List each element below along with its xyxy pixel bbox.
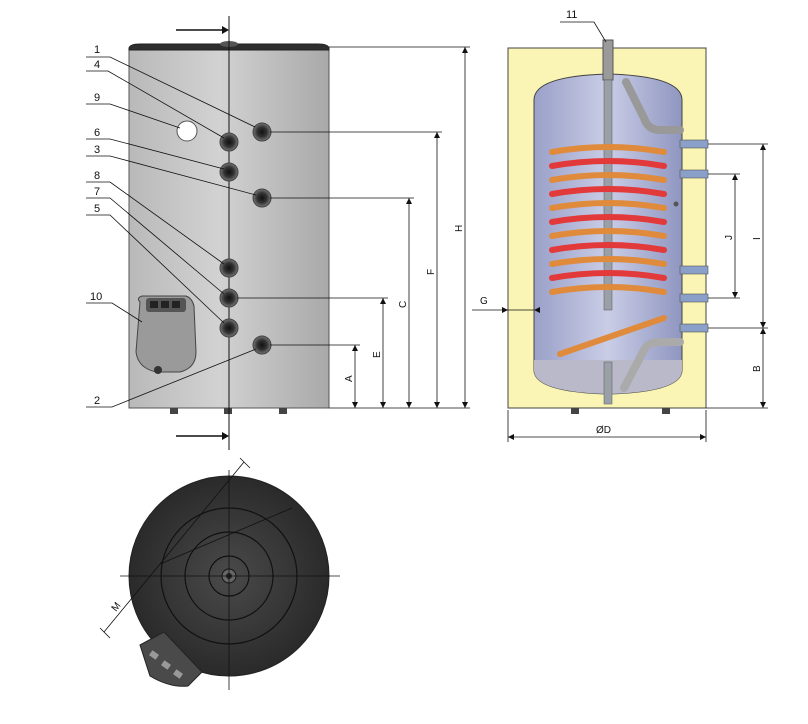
port-8 [219, 258, 239, 278]
dimension-M [99, 457, 293, 639]
port-3 [252, 188, 272, 208]
dim-label-G: G [480, 296, 488, 307]
callout-1: 1 [94, 44, 100, 56]
callout-9: 9 [94, 92, 100, 104]
dim-label-C: C [398, 301, 409, 308]
callout-10: 10 [90, 291, 102, 303]
foot [279, 408, 287, 414]
section-view: 11 I J B G ØD [472, 9, 768, 442]
bottom-rod [603, 361, 613, 405]
callout-leader-11 [560, 21, 607, 43]
foot [224, 408, 232, 414]
callout-8: 8 [94, 170, 100, 182]
foot [170, 408, 178, 414]
callout-11: 11 [566, 9, 577, 21]
heat-exchanger-coil [549, 144, 667, 357]
dim-label-F: F [426, 269, 437, 275]
callout-5: 5 [94, 203, 100, 215]
front-dimension-lines [237, 46, 470, 409]
section-arrow-top [176, 26, 229, 34]
callout-4: 4 [94, 59, 100, 71]
dim-label-D: ØD [596, 425, 611, 436]
port-4 [219, 132, 239, 152]
port-6 [219, 162, 239, 182]
port-7 [219, 288, 239, 308]
dim-label-A: A [344, 375, 355, 382]
top-view-heater [139, 631, 203, 687]
section-dimension-arrows [502, 144, 766, 440]
callout-leaders [86, 56, 257, 408]
anode-rod [603, 79, 613, 311]
dim-label-E: E [372, 351, 383, 358]
port-1 [252, 122, 272, 142]
callout-3: 3 [94, 144, 100, 156]
port-9 [176, 120, 198, 142]
section-arrow-bottom [176, 432, 229, 440]
callout-7: 7 [94, 186, 100, 198]
upper-pipe [622, 78, 684, 134]
callout-labels: 1 4 9 6 3 8 7 5 10 2 [90, 44, 102, 407]
top-view: M [99, 457, 340, 690]
dim-label-I: I [752, 237, 763, 240]
callout-6: 6 [94, 127, 100, 139]
port-5 [219, 318, 239, 338]
port-2 [252, 335, 272, 355]
heater-unit [135, 295, 197, 374]
dim-label-H: H [454, 225, 465, 232]
front-view: 1 4 9 6 3 8 7 5 10 2 [86, 16, 470, 450]
top-connection-11 [602, 39, 614, 81]
dim-label-B: B [752, 365, 763, 372]
section-dimension-lines [472, 143, 768, 442]
front-dimension-arrows [352, 47, 468, 408]
dim-label-M: M [110, 600, 124, 613]
foot [662, 408, 670, 414]
lower-pipe [620, 338, 684, 392]
foot [571, 408, 579, 414]
callout-2: 2 [94, 395, 100, 407]
sensor-pocket [673, 201, 679, 207]
dim-label-J: J [724, 235, 735, 240]
